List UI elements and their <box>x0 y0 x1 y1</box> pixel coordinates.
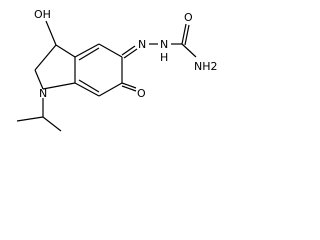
bond-c3-c3a <box>55 44 76 58</box>
bond-carbonyl-c-nh2 <box>181 43 197 58</box>
bond-carbonyl-c-o-a <box>181 23 187 45</box>
bond-c2-n1 <box>34 69 44 90</box>
bond-n1-c7a <box>42 82 76 90</box>
bond-c3-oh <box>45 20 57 46</box>
bond-c5-n-double-b <box>123 48 138 59</box>
amine-group-label: NH2 <box>194 60 218 73</box>
bond-c3-c2 <box>34 44 57 71</box>
bond-c6-o-double-a <box>121 82 137 89</box>
carbonyl-oxygen-label: O <box>184 11 193 24</box>
bond-carbonyl-c-o-b <box>184 24 190 46</box>
ring-nitrogen-label: N <box>39 87 47 100</box>
bond-c7-c7a-double-inner <box>78 79 100 93</box>
bond-c4-c5 <box>98 43 123 58</box>
bond-isopropyl-ch3-left <box>16 116 44 122</box>
bond-c5-n-double-a <box>121 45 136 56</box>
bond-c3a-c4-double-inner <box>78 47 100 61</box>
bond-c6-c7 <box>98 82 123 97</box>
bond-isopropyl-ch3-right <box>42 116 62 132</box>
bond-c6-o-double-b <box>121 85 137 92</box>
ketone-oxygen-label: O <box>137 87 146 100</box>
bond-c3a-c4-double-outer <box>74 43 100 58</box>
hydroxyl-label: OH <box>34 8 51 21</box>
azo-nitrogen-1-label: N <box>138 38 146 51</box>
diagram-background <box>0 0 226 145</box>
amide-h-label: H <box>160 51 168 64</box>
azo-nitrogen-2-label: N <box>160 38 168 51</box>
chemical-structure-diagram: OH N N N H O NH2 O <box>0 0 226 145</box>
bond-c7-c7a-double-outer <box>74 82 100 97</box>
